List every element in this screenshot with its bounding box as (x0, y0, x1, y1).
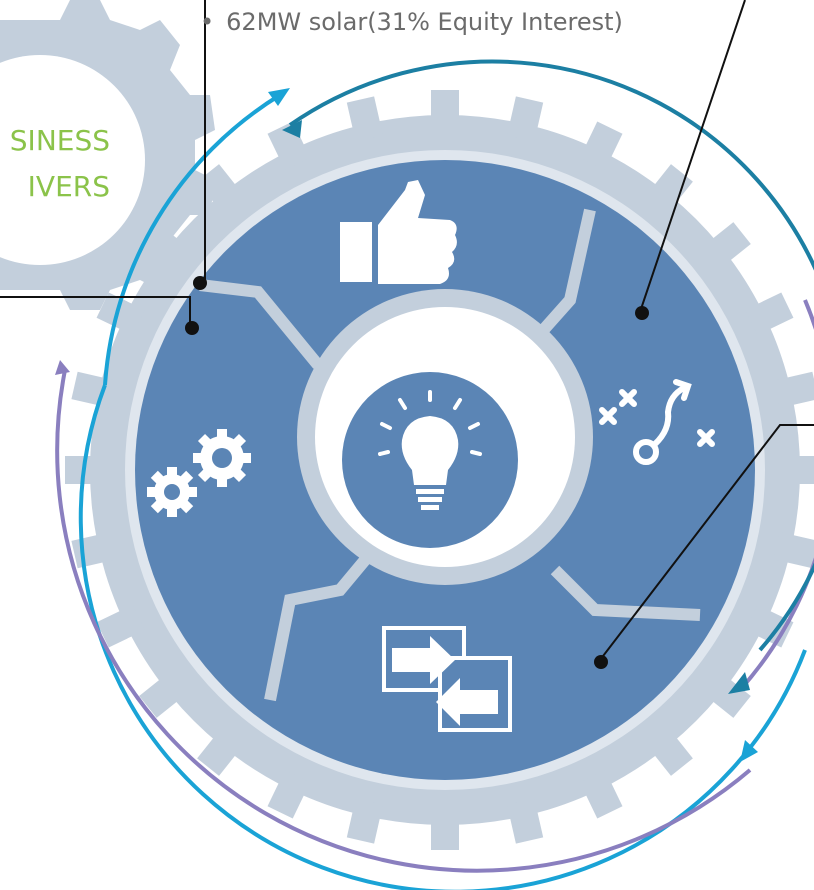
play-path (652, 385, 687, 447)
gear-tooth (139, 222, 188, 269)
small-gear-right (193, 429, 251, 487)
gear-teeth (65, 90, 814, 850)
separator-top-left (199, 279, 323, 369)
leader-line-right (599, 424, 814, 661)
gear-tooth (773, 371, 814, 408)
small-gear-tooth (187, 487, 197, 497)
small-gear-tooth (150, 470, 165, 485)
small-gear-tooth (197, 433, 213, 449)
gear-tooth (579, 121, 623, 170)
gear-tooth (785, 456, 814, 484)
gear-tooth (267, 770, 311, 819)
small-gear-tooth (217, 429, 227, 439)
swap-arrow-right (392, 636, 455, 684)
separator-bottom-right (550, 565, 701, 621)
gear-tooth (431, 810, 459, 850)
small-gear-left (147, 467, 197, 517)
thumbs-up-cuff (340, 222, 372, 282)
gear-tooth (773, 532, 814, 569)
gear-tooth (702, 222, 751, 269)
arrowhead-dark-teal-top (282, 120, 302, 138)
thumbs-up-hand (378, 180, 457, 284)
play-x-left (599, 407, 617, 425)
small-gear-tooth (179, 499, 194, 514)
gear-tooth (346, 96, 383, 142)
strategy-play-icon (599, 379, 715, 465)
business-drivers-gear-hole (0, 55, 145, 265)
leader-dots (185, 276, 649, 669)
separator-bottom-left (264, 556, 370, 702)
gears-icon (147, 429, 251, 517)
leader-line-left (0, 296, 191, 325)
leader-dot-2 (185, 321, 199, 335)
leader-dot-1 (193, 276, 207, 290)
bulb-base-3 (421, 505, 439, 510)
gear-tooth (431, 90, 459, 130)
small-gear-tooth (241, 453, 251, 463)
gear-tooth (197, 164, 244, 213)
play-x-right (697, 429, 715, 447)
gear-tooth (197, 727, 244, 776)
inner-cycle-arc (288, 59, 814, 652)
thumbs-up-icon (340, 180, 457, 284)
small-gear-tooth (231, 433, 247, 449)
gear-tooth (579, 770, 623, 819)
small-gear-hole (164, 484, 180, 500)
arrowhead-teal-top (268, 88, 290, 106)
swap-arrow-left (436, 678, 498, 726)
purple-arc-bottom (55, 369, 752, 873)
small-gear-tooth (193, 453, 203, 463)
gear-tooth (646, 727, 693, 776)
cycle-arrows (55, 59, 814, 890)
small-gear-tooth (167, 507, 177, 517)
gear-tooth (646, 164, 693, 213)
business-drivers-line1: SINESS (9, 124, 110, 157)
purple-arc-right (738, 299, 814, 692)
gear-tooth (96, 292, 145, 336)
outer-cycle-arc-top (103, 93, 282, 386)
bulb-rays (378, 390, 482, 456)
gear-tooth (139, 671, 188, 718)
leader-dot-4 (594, 655, 608, 669)
small-gear-tooth (217, 477, 227, 487)
gear-tooth (96, 604, 145, 648)
play-x-top (619, 389, 637, 407)
gear-tooth (346, 798, 383, 844)
lightbulb-icon (378, 390, 482, 510)
play-circle (633, 439, 659, 465)
bulb-glass (401, 416, 459, 485)
bullet-marker: • (200, 8, 215, 36)
gear-tooth (267, 121, 311, 170)
small-gear-tooth (179, 470, 194, 485)
outer-cycle-arc (78, 384, 807, 890)
leader-lines (0, 0, 814, 661)
bullet-text: • 62MW solar(31% Equity Interest) (200, 8, 623, 36)
small-gear-hole (212, 448, 232, 468)
small-gear-tooth (150, 499, 165, 514)
gear-tooth (507, 798, 544, 844)
business-drivers-label: SINESS IVERS (0, 118, 110, 210)
bullet-label: 62MW solar(31% Equity Interest) (226, 8, 623, 36)
leader-dot-3 (635, 306, 649, 320)
bulb-base-1 (416, 489, 444, 494)
business-drivers-line2: IVERS (27, 170, 110, 203)
leader-line-top-right (639, 0, 746, 313)
small-gear-tooth (147, 487, 157, 497)
swap-arrows-icon (382, 626, 512, 732)
arrowhead-dark-teal-right (728, 672, 750, 694)
play-arrowhead (673, 379, 692, 401)
small-gear-tooth (167, 467, 177, 477)
gear-tooth (745, 292, 794, 336)
small-gear-tooth (231, 467, 247, 483)
arrowhead-teal-bottom (740, 740, 758, 762)
bulb-base-2 (418, 497, 442, 502)
small-gear-tooth (197, 467, 213, 483)
gear-tooth (702, 671, 751, 718)
arrowhead-purple-left (55, 360, 70, 375)
gear-tooth (507, 96, 544, 142)
